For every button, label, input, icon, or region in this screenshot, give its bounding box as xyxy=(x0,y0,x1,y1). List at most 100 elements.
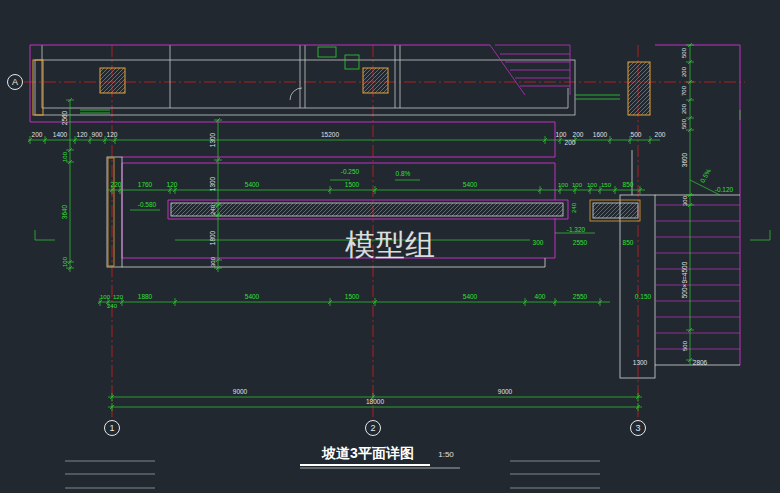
dimension-text: 500 xyxy=(631,132,642,139)
dimension-text: -0.120 xyxy=(715,187,733,194)
vertical-dimension: 3640 xyxy=(62,205,69,219)
dim-ext xyxy=(638,393,639,401)
dim-ext xyxy=(375,186,376,194)
axis-bubble: 3 xyxy=(630,420,646,436)
axis-label: 1 xyxy=(109,423,114,433)
dimension-text: 5400 xyxy=(463,182,477,189)
dim-ext xyxy=(600,298,601,306)
dim-ext xyxy=(610,136,611,144)
dimension-text: 100 xyxy=(587,182,597,188)
vertical-dimension: 3600 xyxy=(682,153,689,167)
dimension-text: 18000 xyxy=(366,399,384,406)
vertical-dimension: 200 xyxy=(681,67,687,77)
dimension-text: 1760 xyxy=(138,182,152,189)
vertical-dimension: 300 xyxy=(682,196,688,206)
dim-ext xyxy=(330,298,331,306)
stair-step xyxy=(655,269,740,270)
vertical-dimension: 500×9=4500 xyxy=(682,262,689,299)
axis-bubble: 1 xyxy=(104,420,120,436)
dim-ext xyxy=(175,298,176,306)
dim-ext xyxy=(638,403,639,411)
dim-ext xyxy=(375,298,376,306)
dimension-text: 200 xyxy=(655,132,666,139)
stair-step xyxy=(655,317,740,318)
dimension-text: 1:50 xyxy=(438,451,454,459)
dimension-text: -1.320 xyxy=(567,227,585,234)
dimension-text: 900 xyxy=(92,132,103,139)
dimension-text: 1500 xyxy=(345,182,359,189)
dim-ext xyxy=(90,136,91,144)
dim-ext xyxy=(66,100,74,101)
stair-step xyxy=(655,253,740,254)
dimension-text: 100 xyxy=(558,182,568,188)
dim-ext xyxy=(686,130,694,131)
vertical-dimension: 500 xyxy=(681,48,687,58)
dim-ext xyxy=(30,136,31,144)
dimension-text: 15200 xyxy=(321,132,339,139)
vertical-dimension: 1300 xyxy=(210,133,217,147)
dimension-text: 200 xyxy=(573,132,584,139)
vertical-dimension: 300 xyxy=(210,257,216,267)
dimension-text: 850 xyxy=(623,182,634,189)
dim-ext xyxy=(66,150,74,151)
dimension-text: 120 xyxy=(77,132,88,139)
dimension-text: 400 xyxy=(535,294,546,301)
stair-step xyxy=(655,349,740,350)
vertical-dimension: 100 xyxy=(62,257,68,267)
dim-ext xyxy=(686,118,694,119)
dimension-text: 0.8% xyxy=(396,171,411,178)
dimension-text: 200 xyxy=(32,132,43,139)
dim-ext xyxy=(686,82,694,83)
stair-step xyxy=(655,333,740,334)
vertical-dimension: 2560 xyxy=(62,111,69,125)
dimension-text: 1880 xyxy=(138,294,152,301)
watermark: 模型组 xyxy=(345,230,435,260)
dim-ext xyxy=(105,136,106,144)
dimension-text: 220 xyxy=(111,182,122,189)
axis-label: 2 xyxy=(370,423,375,433)
axis-bubble: 2 xyxy=(365,420,381,436)
dimension-text: 5400 xyxy=(245,294,259,301)
dim-ext xyxy=(615,186,616,194)
vertical-dimension: 100 xyxy=(62,152,68,162)
dim-ext xyxy=(75,136,76,144)
dimension-text: 2550 xyxy=(573,240,587,247)
vertical-dimension: 1300 xyxy=(210,177,217,191)
dimension-text: 5400 xyxy=(245,182,259,189)
dim-ext xyxy=(686,330,694,331)
dimension-text: 2806 xyxy=(693,360,707,367)
dimension-text: 850 xyxy=(623,240,634,247)
dim-ext xyxy=(640,186,641,194)
dimension-text: 300 xyxy=(533,240,544,247)
dimension-text: 120 xyxy=(107,132,118,139)
dimension-text: 0.150 xyxy=(635,294,651,301)
vertical-dimension: 500 xyxy=(682,341,688,351)
dimension-text: 9000 xyxy=(233,389,247,396)
dim-ext xyxy=(686,195,694,196)
vertical-dimension: 240 xyxy=(571,203,577,213)
axis-label: 3 xyxy=(635,423,640,433)
dim-ext xyxy=(600,186,601,194)
vertical-dimension: 500 xyxy=(681,119,687,129)
dimension-text: 120 xyxy=(113,294,123,300)
dim-ext xyxy=(630,136,631,144)
dimension-text: 2550 xyxy=(573,294,587,301)
dim-ext xyxy=(545,136,546,144)
dimension-text: 1400 xyxy=(53,132,67,139)
dimension-text: 9000 xyxy=(498,389,512,396)
axis-bubble: A xyxy=(7,74,23,90)
dimension-text: 120 xyxy=(167,182,178,189)
dimension-text: 100 xyxy=(100,294,110,300)
dim-ext xyxy=(214,120,222,121)
vertical-dimension: 0.5% xyxy=(699,168,712,184)
dimension-text: 100 xyxy=(556,132,567,139)
dimension-text: 100 xyxy=(572,182,582,188)
dim-ext xyxy=(45,136,46,144)
dimension-text: 150 xyxy=(601,182,611,188)
dim-ext xyxy=(214,160,222,161)
dimension-text: 200 xyxy=(565,140,576,147)
dimension-text: 1300 xyxy=(633,360,647,367)
dim-ext xyxy=(686,62,694,63)
dim-ext xyxy=(66,268,74,269)
dim-ext xyxy=(214,268,222,269)
